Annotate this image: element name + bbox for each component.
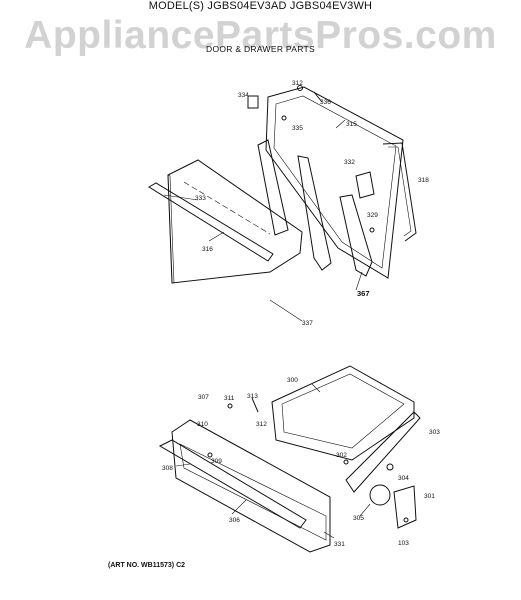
callout-308: 308 <box>162 465 173 472</box>
callout-335: 335 <box>292 125 303 132</box>
inner-door-frame <box>265 86 404 279</box>
leader <box>359 503 371 517</box>
screw-shaft <box>251 397 259 413</box>
callout-310: 310 <box>197 421 208 428</box>
art-number: (ART NO. WB11573) C2 <box>108 562 186 569</box>
drawer-side-rail <box>345 411 421 493</box>
callout-313: 313 <box>247 393 258 400</box>
roller <box>386 463 394 471</box>
vent-slots <box>183 181 271 235</box>
callout-315: 315 <box>346 121 357 128</box>
drawer-body-inner <box>281 373 405 449</box>
section-title: DOOR & DRAWER PARTS <box>206 44 315 54</box>
callout-334: 334 <box>238 92 249 99</box>
drawer-body <box>271 365 415 461</box>
outer-door-panel <box>167 159 303 284</box>
leader <box>355 271 363 291</box>
center-hinge <box>297 155 332 271</box>
screw <box>297 85 303 91</box>
callout-367: 367 <box>357 289 370 298</box>
callout-336: 336 <box>320 99 331 106</box>
roller-bracket <box>393 485 417 529</box>
latch-bracket <box>355 171 375 199</box>
model-line: MODEL(S) JGBS04EV3AD JGBS04EV3WH <box>148 0 373 12</box>
door-gasket <box>382 142 417 242</box>
pin <box>281 115 287 121</box>
bracket-screw <box>403 517 409 523</box>
callout-331: 331 <box>334 541 345 548</box>
leader <box>175 463 191 467</box>
leader <box>231 499 247 515</box>
screw <box>227 403 233 409</box>
callout-318: 318 <box>418 177 429 184</box>
callout-316: 316 <box>202 246 213 253</box>
leader <box>269 299 303 322</box>
inner-door-frame-inset <box>273 95 397 269</box>
callout-312b: 312 <box>256 421 267 428</box>
callout-303: 303 <box>429 429 440 436</box>
callout-300: 300 <box>287 377 298 384</box>
drawer-roller-wheel <box>369 484 391 506</box>
callout-309: 309 <box>211 458 222 465</box>
callout-337: 337 <box>302 320 313 327</box>
screw-shaft <box>313 91 323 103</box>
leader <box>163 194 199 201</box>
clip <box>207 452 213 458</box>
callout-333: 333 <box>195 195 206 202</box>
callout-306: 306 <box>229 517 240 524</box>
drawer-front-inset <box>179 443 327 541</box>
callout-307: 307 <box>198 394 209 401</box>
drawer-handle-strip <box>158 439 307 529</box>
callout-302: 302 <box>336 452 347 459</box>
glide <box>343 459 349 465</box>
callout-103: 103 <box>398 540 409 547</box>
callout-311: 311 <box>224 395 235 402</box>
door-handle <box>148 182 274 262</box>
leader <box>208 231 225 242</box>
clip <box>369 227 375 233</box>
leader <box>335 119 346 129</box>
outer-door-edge <box>167 174 175 284</box>
hinge-bracket <box>247 95 259 109</box>
oven-door-assembly <box>148 85 417 322</box>
callout-304: 304 <box>398 475 409 482</box>
watermark: AppliancePartsPros.com <box>24 14 497 57</box>
callout-312: 312 <box>292 80 303 87</box>
leader <box>323 531 335 539</box>
callout-301: 301 <box>424 493 435 500</box>
callout-329: 329 <box>367 212 378 219</box>
callout-332: 332 <box>344 159 355 166</box>
drawer-assembly <box>158 365 421 553</box>
callout-305: 305 <box>353 515 364 522</box>
leader <box>311 383 321 393</box>
drawer-front-panel <box>171 419 331 553</box>
right-hinge <box>339 194 373 277</box>
left-hinge <box>257 139 289 236</box>
door-gasket-inner <box>388 146 412 237</box>
